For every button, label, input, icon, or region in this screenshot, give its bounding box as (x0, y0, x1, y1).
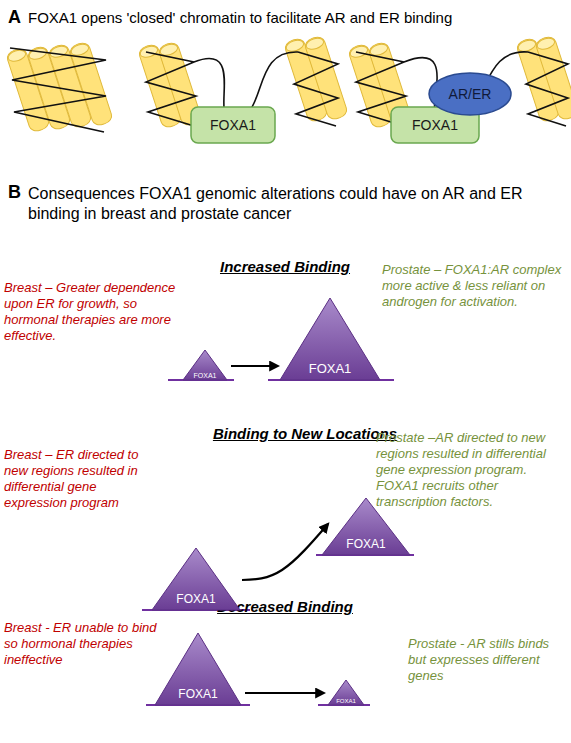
arrow-connector (242, 524, 328, 580)
breast-note: Breast - ER unable to bind so hormonal t… (4, 620, 164, 668)
panel-letter: B (8, 182, 28, 203)
node-text: FOXA1 (190, 117, 276, 133)
dna-strand (356, 52, 568, 126)
nucleosome-stack (348, 35, 571, 129)
receptor-shape (429, 73, 511, 115)
arrow-connector (231, 365, 278, 367)
panel-title: Consequences FOXA1 genomic alterations c… (28, 184, 553, 224)
foxa1-protein: FOXA1 (190, 106, 276, 144)
protein-shape (191, 107, 275, 143)
node-text: FOXA1 (280, 361, 380, 376)
node-text: FOXA1 (155, 687, 241, 701)
prostate-note: Prostate - AR stills binds but expresses… (408, 636, 566, 684)
dna-strand (10, 48, 106, 132)
peak-triangle (152, 548, 240, 610)
breast-note: Breast – Greater dependence upon ER for … (4, 280, 176, 344)
peak-triangle (155, 633, 241, 705)
node-text: AR/ER (428, 86, 512, 102)
breast-note: Breast – ER directed to new regions resu… (4, 447, 156, 511)
receptor-ellipse: AR/ER (428, 72, 512, 116)
panel-title: FOXA1 opens 'closed' chromatin to facili… (28, 9, 568, 27)
node-text: FOXA1 (390, 117, 480, 133)
peak-triangle (183, 350, 227, 380)
arrow-connector (245, 692, 324, 694)
nucleosome-stack (6, 41, 114, 133)
node-text: FOXA1 (322, 537, 410, 551)
binding-peak: FOXA1 (280, 298, 380, 380)
node-text: FOXA1 (183, 371, 227, 380)
node-text: FOXA1 (328, 697, 364, 705)
prostate-note: Prostate – FOXA1:AR complex more active … (382, 262, 568, 310)
section-heading: Increased Binding (185, 258, 385, 276)
panel-letter: A (8, 7, 28, 28)
protein-shape (391, 107, 479, 143)
binding-peak: FOXA1 (322, 498, 410, 555)
binding-peak: FOXA1 (152, 548, 240, 610)
binding-peak: FOXA1 (328, 680, 364, 705)
prostate-note: Prostate –AR directed to new regions res… (376, 430, 568, 510)
peak-triangle (328, 680, 364, 705)
node-text: FOXA1 (152, 592, 240, 606)
binding-peak: FOXA1 (155, 633, 241, 705)
peak-triangle (280, 298, 380, 380)
binding-peak: FOXA1 (183, 350, 227, 380)
